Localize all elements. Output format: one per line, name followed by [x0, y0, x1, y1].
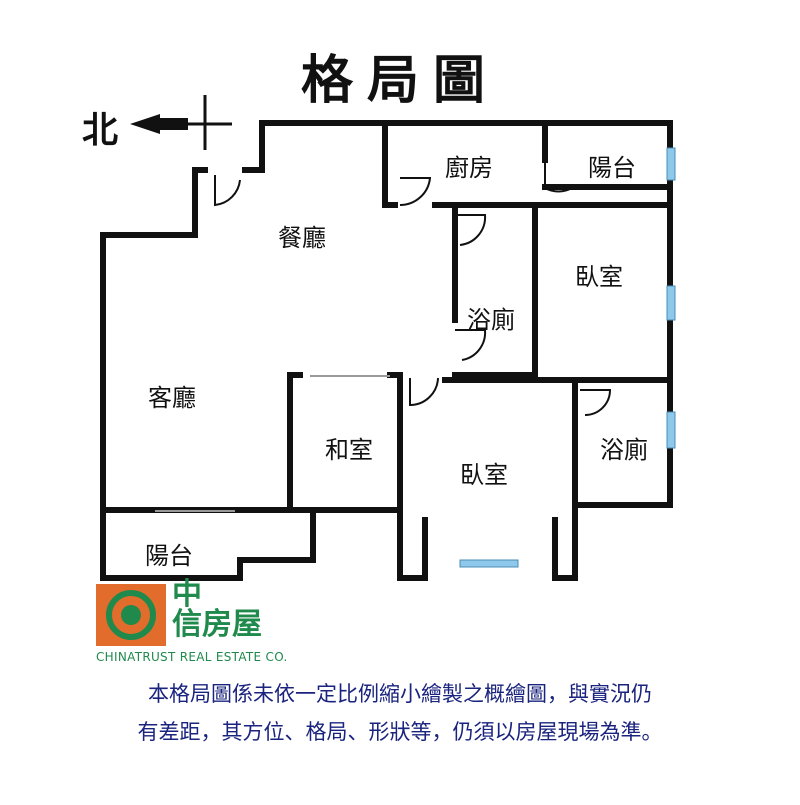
brand-name-line2: 信房屋 [172, 607, 262, 642]
room-living: 客廳 [148, 384, 196, 412]
disclaimer-line2: 有差距，其方位、格局、形狀等，仍須以房屋現場為準。 [137, 720, 663, 744]
room-bedroom-right: 臥室 [575, 263, 623, 291]
room-balcony-top: 陽台 [588, 154, 636, 182]
brand-name: 中 信房屋 [172, 580, 262, 640]
room-bathroom-center: 浴廁 [467, 306, 515, 334]
brand-english: CHINATRUST REAL ESTATE CO. [96, 650, 288, 664]
walls [100, 120, 673, 581]
room-bathroom-right: 浴廁 [600, 436, 648, 464]
room-japanese: 和室 [325, 436, 373, 464]
room-kitchen: 廚房 [445, 154, 493, 182]
windows [155, 147, 676, 568]
north-label: 北 [82, 110, 119, 151]
disclaimer-line1: 本格局圖係未依一定比例縮小繪製之概繪圖，與實況仍 [148, 682, 652, 706]
room-bedroom-bottom: 臥室 [460, 461, 508, 489]
page-title: 格局圖 [300, 50, 499, 111]
doors [214, 160, 612, 416]
room-balcony-bottom: 陽台 [145, 542, 193, 570]
brand-logo-icon [96, 584, 166, 646]
north-arrow-icon [130, 95, 232, 150]
brand-name-line1: 中 [172, 577, 202, 612]
room-dining: 餐廳 [278, 224, 326, 252]
